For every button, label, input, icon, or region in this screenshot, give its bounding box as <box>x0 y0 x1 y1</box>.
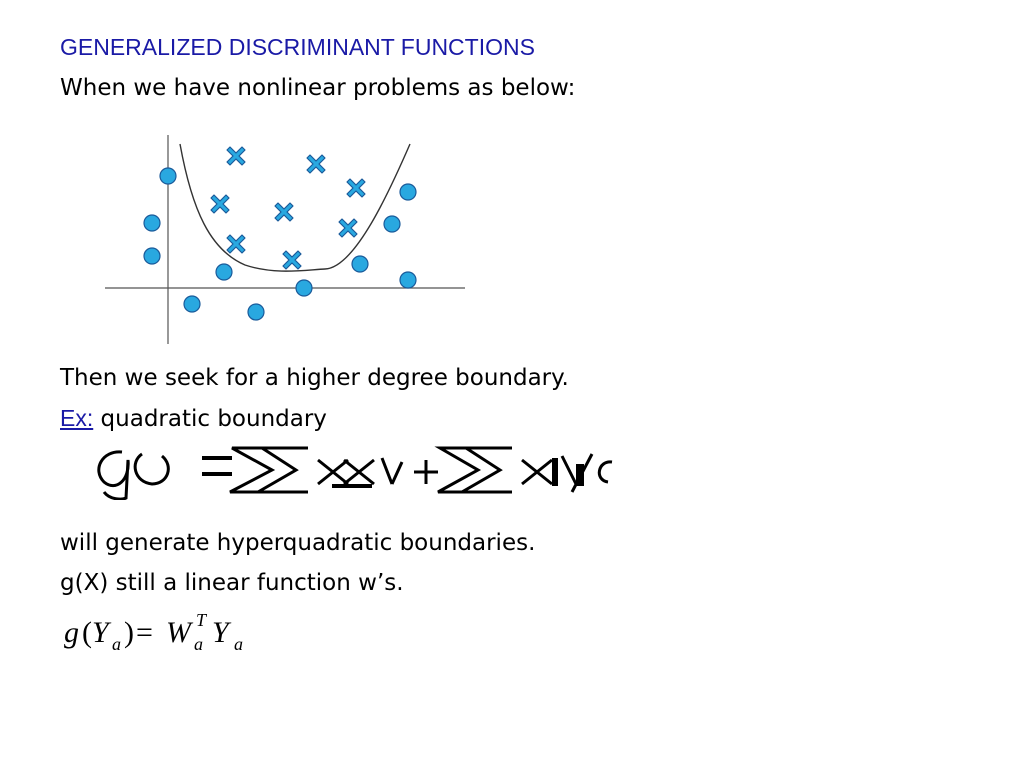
generate-text: will generate hyperquadratic boundaries. <box>60 530 536 556</box>
formula-sub-a3: a <box>234 634 243 654</box>
formula-Y1: Y <box>92 616 112 649</box>
formula-sub-a1: a <box>112 634 121 654</box>
circle-point <box>143 247 161 265</box>
quadratic-formula-image <box>97 446 613 500</box>
circle-point <box>183 295 201 313</box>
formula-close-paren: ) <box>124 616 134 649</box>
circle-point <box>143 214 161 232</box>
ex-text: quadratic boundary <box>93 406 327 432</box>
then-text: Then we seek for a higher degree boundar… <box>60 365 569 391</box>
circle-point <box>247 303 265 321</box>
cross-point <box>338 218 358 238</box>
linear-function-text: g(X) still a linear function w’s. <box>60 570 404 596</box>
circle-point <box>215 263 233 281</box>
cross-point <box>346 178 366 198</box>
example-line: Ex: quadratic boundary <box>60 404 327 433</box>
cross-point <box>274 202 294 222</box>
cross-point <box>210 194 230 214</box>
formula-sub-a2: a <box>194 634 203 654</box>
slide-title: GENERALIZED DISCRIMINANT FUNCTIONS <box>60 34 535 60</box>
formula-sup-T: T <box>196 612 208 630</box>
cross-point <box>306 154 326 174</box>
circle-point <box>351 255 369 273</box>
quadratic-boundary-curve <box>179 143 411 272</box>
formula-Y2: Y <box>212 616 232 649</box>
formula-W: W <box>166 616 194 649</box>
circle-point <box>159 167 177 185</box>
cross-point <box>226 234 246 254</box>
formula-equals: = <box>136 616 153 649</box>
cross-point <box>226 146 246 166</box>
circle-point <box>383 215 401 233</box>
scatter-diagram <box>105 135 465 344</box>
circle-point <box>295 279 313 297</box>
cross-point <box>282 250 302 270</box>
formula-open-paren: ( <box>82 616 92 649</box>
circle-point <box>399 271 417 289</box>
intro-text: When we have nonlinear problems as below… <box>60 75 576 101</box>
ex-label: Ex: <box>60 405 94 431</box>
linear-formula: g ( Y a ) = W T a Y a <box>64 612 243 654</box>
circle-point <box>399 183 417 201</box>
formula-g: g <box>64 616 79 649</box>
